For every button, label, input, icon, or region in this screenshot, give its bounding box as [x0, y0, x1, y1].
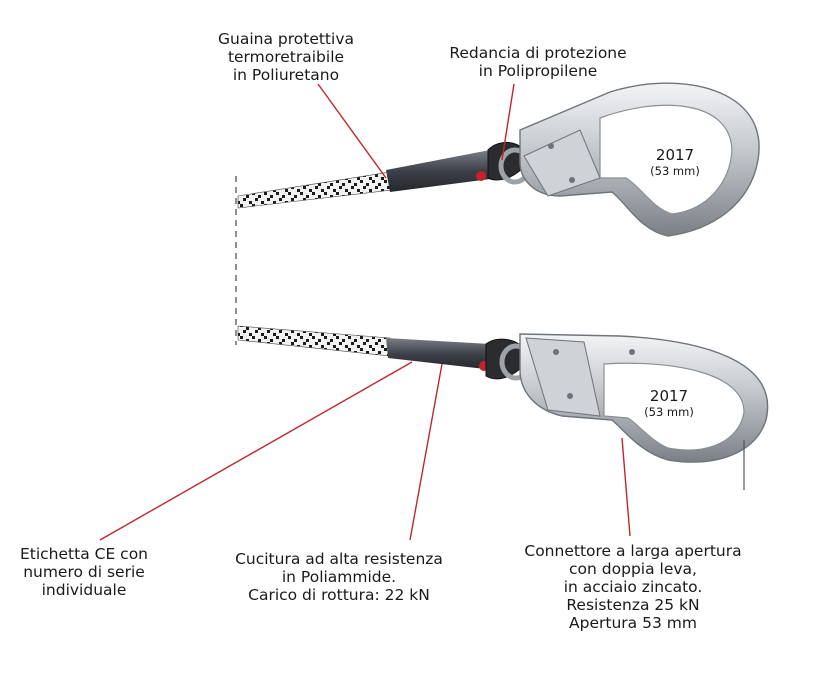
- label-thimble: Redancia di protezione in Polipropilene: [449, 44, 627, 80]
- label-stitching: Cucitura ad alta resistenza in Poliammid…: [235, 550, 443, 604]
- bottom-hook-model: 2017: [649, 387, 689, 405]
- label-ce-tag: Etichetta CE con numero di serie individ…: [19, 545, 148, 599]
- top-connector-hook: [519, 82, 760, 237]
- bottom-connector-hook: [519, 333, 769, 463]
- top-rope: [237, 171, 393, 209]
- label-sleeve: Guaina protettiva termoretraibile in Pol…: [218, 30, 354, 84]
- top-sleeve: [386, 150, 498, 192]
- leader-lines: [99, 83, 631, 541]
- leader-stitching: [409, 363, 443, 541]
- top-hook-model: 2017: [655, 146, 695, 164]
- bottom-hook-marking: 2017 (53 mm): [634, 387, 704, 419]
- leader-ce-tag: [99, 361, 413, 541]
- bottom-rope: [237, 325, 391, 357]
- top-ce-tag: [476, 171, 486, 181]
- label-connector: Connettore a larga apertura con doppia l…: [524, 542, 742, 632]
- leader-sleeve: [317, 83, 387, 179]
- bottom-lanyard: [237, 325, 769, 490]
- bottom-sleeve: [386, 338, 494, 370]
- leader-connector: [621, 437, 631, 537]
- leader-thimble: [501, 83, 515, 161]
- bottom-hook-opening: (53 mm): [644, 405, 694, 419]
- top-hook-marking: 2017 (53 mm): [640, 146, 710, 178]
- top-hook-opening: (53 mm): [650, 164, 700, 178]
- top-lanyard: [237, 82, 760, 237]
